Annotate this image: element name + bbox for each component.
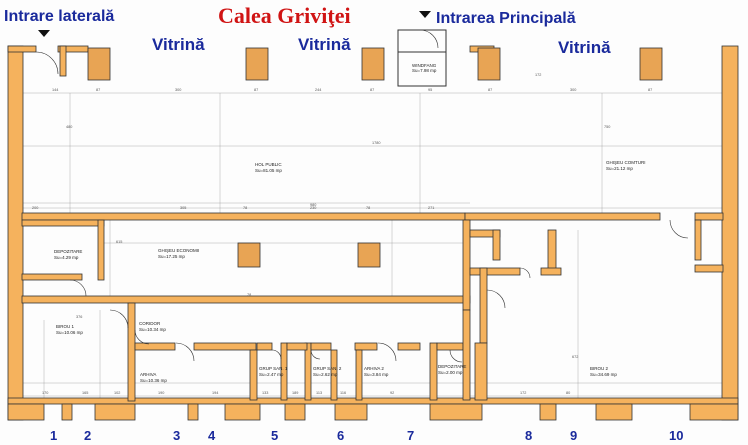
street-name-title: Calea Griviţei [218, 3, 351, 28]
dim-text: 190 [158, 391, 164, 395]
svg-text:Su=2.00 mp: Su=2.00 mp [438, 370, 463, 375]
room-hol-public: HOL PUBLIC [255, 162, 282, 167]
dim-text: 1780 [372, 141, 380, 145]
room-depozitare: DEPOZITARE [54, 249, 82, 254]
dim-text: 87 [254, 88, 258, 92]
dim-text: 95 [428, 88, 432, 92]
dim-text: 672 [572, 355, 578, 359]
dimension-lines [22, 92, 722, 400]
dim-text: 300 [175, 88, 181, 92]
dim-text: 87 [648, 88, 652, 92]
room-ghiseu-economii: GHIŞEU ECONOMII [158, 248, 199, 253]
dim-text: 144 [52, 88, 58, 92]
dim-text: 980 [310, 203, 316, 207]
dim-text: 750 [604, 125, 610, 129]
svg-text:Su=4.29 mp: Su=4.29 mp [54, 255, 79, 260]
dim-text: 172 [520, 391, 526, 395]
room-labels: HOL PUBLIC Su=81.05 mp WINDFANG Su=7.98 … [54, 63, 646, 383]
dim-text: 170 [42, 391, 48, 395]
dim-text: 78 [243, 206, 247, 210]
windfang-frame [397, 29, 447, 87]
svg-text:Su=2.47 mp: Su=2.47 mp [259, 372, 284, 377]
side-entrance-label: Intrare laterală [4, 8, 115, 25]
svg-text:Su=10.34 mp: Su=10.34 mp [139, 327, 166, 332]
main-entrance-arrow-icon [419, 11, 431, 18]
dim-text: 87 [96, 88, 100, 92]
dim-text: 189 [292, 391, 298, 395]
room-depozitare-2: DEPOZITARE [438, 364, 466, 369]
dim-text: 230 [310, 206, 316, 210]
dim-text: 87 [488, 88, 492, 92]
dim-text: 615 [116, 240, 122, 244]
dim-text: 300 [570, 88, 576, 92]
dim-text: 172 [535, 73, 541, 77]
window-marker-8: 8 [525, 428, 533, 443]
window-marker-1: 1 [50, 428, 58, 443]
dim-text: 271 [428, 206, 434, 210]
svg-text:Su=10.36 mp: Su=10.36 mp [140, 378, 167, 383]
walls [7, 45, 739, 421]
dim-text: 244 [315, 88, 321, 92]
svg-text:Su=3.84 mp: Su=3.84 mp [364, 372, 389, 377]
dim-text: 87 [370, 88, 374, 92]
dim-text: 480 [66, 125, 72, 129]
room-ghiseu-comturi: GHIŞEU COMTURI [606, 160, 646, 165]
window-marker-6: 6 [337, 428, 345, 443]
window-marker-4: 4 [208, 428, 216, 443]
shop-window-label-1: Vitrină [152, 35, 205, 54]
room-coridor: CORIDOR [139, 321, 161, 326]
room-arhiva: ARHIVA [140, 372, 156, 377]
room-birou-2: BIROU 2 [590, 366, 609, 371]
window-marker-3: 3 [173, 428, 181, 443]
dim-text: 92 [390, 391, 394, 395]
window-marker-7: 7 [407, 428, 415, 443]
door-arcs [35, 29, 689, 363]
svg-text:Su=10.06 mp: Su=10.06 mp [56, 330, 83, 335]
window-marker-2: 2 [84, 428, 92, 443]
dim-text: 200 [32, 206, 38, 210]
window-marker-5: 5 [271, 428, 279, 443]
room-grup-san-1: GRUP SAN. 1 [259, 366, 288, 371]
dim-text: 376 [76, 315, 82, 319]
window-marker-10: 10 [669, 428, 684, 443]
room-birou-1: BIROU 1 [56, 324, 75, 329]
svg-text:Su=2.62 mp: Su=2.62 mp [313, 372, 338, 377]
svg-text:Su=34.69 mp: Su=34.69 mp [590, 372, 617, 377]
window-marker-9: 9 [570, 428, 578, 443]
shop-window-label-3: Vitrină [558, 38, 611, 57]
svg-text:Su=17.25 mp: Su=17.25 mp [158, 254, 185, 259]
dim-text: 133 [262, 391, 268, 395]
columns [87, 47, 663, 268]
main-entrance-label: Intrarea Principală [436, 10, 576, 27]
side-entrance-arrow-icon [38, 30, 50, 37]
dim-text: 102 [114, 391, 120, 395]
room-grup-san-2: GRUP SAN. 2 [313, 366, 342, 371]
dim-text: 194 [212, 391, 218, 395]
dimension-values: 144 87 300 87 244 87 95 172 87 300 87 17… [32, 73, 652, 395]
dim-text: 78 [247, 293, 251, 297]
dim-text: 165 [82, 391, 88, 395]
svg-text:Su=81.05 mp: Su=81.05 mp [255, 168, 282, 173]
dim-text: 116 [340, 391, 346, 395]
dim-text: 113 [316, 391, 322, 395]
svg-text:Su=21.12 mp: Su=21.12 mp [606, 166, 633, 171]
room-windfang: WINDFANG [412, 63, 437, 68]
dim-text: 305 [180, 206, 186, 210]
svg-text:Su=7.98 mp: Su=7.98 mp [412, 68, 437, 73]
dim-text: 80 [566, 391, 570, 395]
room-arhiva-2: ARHIVA 2 [364, 366, 384, 371]
dim-text: 78 [366, 206, 370, 210]
shop-window-label-2: Vitrină [298, 35, 351, 54]
